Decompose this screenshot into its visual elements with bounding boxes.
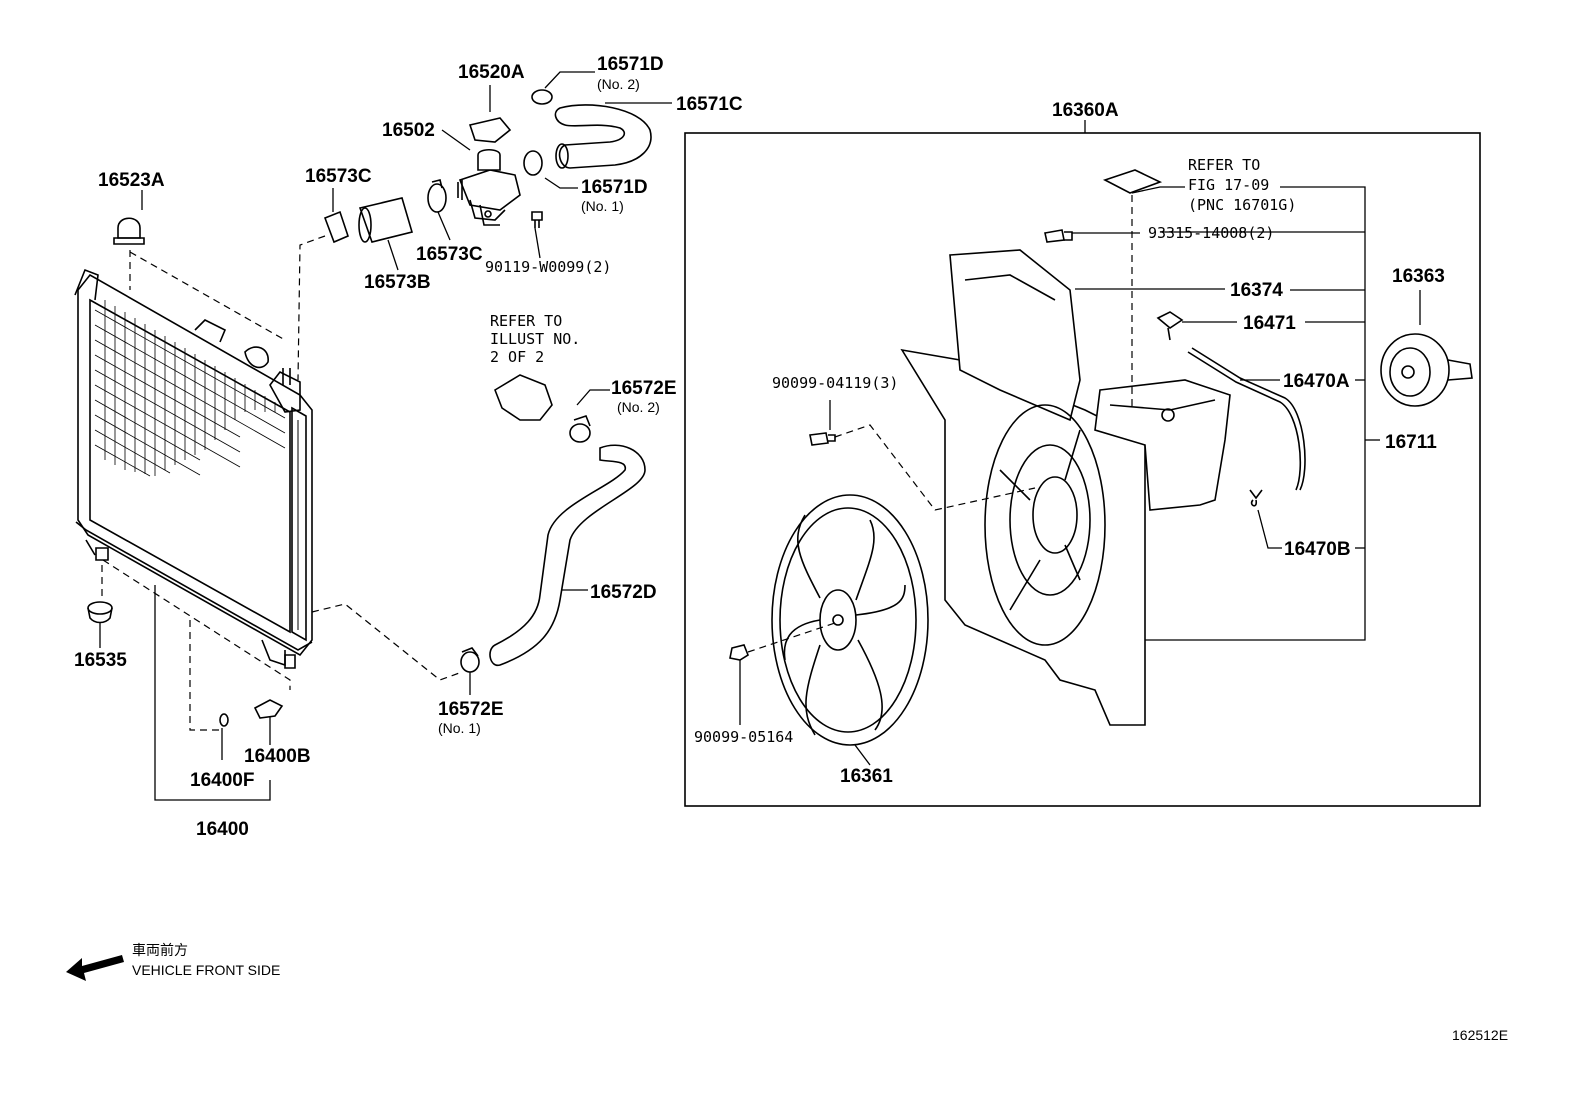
figure-id: 162512E xyxy=(1452,1027,1508,1043)
label-sticker xyxy=(1102,169,1163,194)
refer-illust-line2: ILLUST NO. xyxy=(490,330,580,348)
fan-motor-16363 xyxy=(1380,333,1473,407)
label-16572D: 16572D xyxy=(590,582,657,603)
fan-shroud-16711 xyxy=(900,249,1146,726)
cap-16520A xyxy=(468,117,512,143)
direction-label-en: VEHICLE FRONT SIDE xyxy=(132,962,280,978)
refer-fig-line2: FIG 17-09 xyxy=(1188,176,1269,194)
label-16400B: 16400B xyxy=(244,746,311,767)
label-16572E-bottom-sub: (No. 1) xyxy=(438,720,481,736)
label-16374: 16374 xyxy=(1230,280,1283,301)
label-16571C: 16571C xyxy=(676,94,743,115)
label-16360A: 16360A xyxy=(1052,100,1119,121)
label-16470B: 16470B xyxy=(1284,539,1351,560)
label-16470A: 16470A xyxy=(1283,371,1350,392)
label-90099-05164: 90099-05164 xyxy=(694,728,793,746)
water-outlet-16502 xyxy=(457,148,521,226)
clamp-16572E-no1 xyxy=(460,647,480,673)
overflow-hose-16470A xyxy=(1187,347,1306,491)
reservoir-tank xyxy=(1094,379,1231,511)
label-16502: 16502 xyxy=(382,120,435,141)
hose-16573B xyxy=(358,197,414,243)
label-16572E-bottom: 16572E xyxy=(438,699,504,720)
label-16520A: 16520A xyxy=(458,62,525,83)
label-16572E-top-sub: (No. 2) xyxy=(617,399,660,415)
label-16711: 16711 xyxy=(1385,432,1437,453)
clamp-16573C-right xyxy=(427,179,447,213)
clamp-16571D-no2 xyxy=(531,89,553,105)
water-inlet-housing xyxy=(494,374,553,421)
label-16535: 16535 xyxy=(74,650,127,671)
label-16471: 16471 xyxy=(1243,313,1296,334)
label-16400: 16400 xyxy=(196,819,249,840)
fan-assembly-frame xyxy=(684,132,1481,807)
vehicle-front-arrow-icon xyxy=(66,955,124,981)
hose-16571C xyxy=(554,104,652,169)
radiator-drawing xyxy=(74,268,313,669)
label-16571D-mid: 16571D xyxy=(581,177,648,198)
clamp-16572E-no2 xyxy=(569,415,591,443)
label-16571D-mid-sub: (No. 1) xyxy=(581,198,624,214)
label-16571D-top-sub: (No. 2) xyxy=(597,76,640,92)
label-16363: 16363 xyxy=(1392,266,1445,287)
label-16361: 16361 xyxy=(840,766,893,787)
refer-fig-line3: (PNC 16701G) xyxy=(1188,196,1296,214)
label-90119: 90119-W0099(2) xyxy=(485,258,611,276)
label-16523A: 16523A xyxy=(98,170,165,191)
clamp-16571D-no1 xyxy=(523,150,543,176)
hose-16572D xyxy=(489,444,646,667)
clamp-16470B xyxy=(1249,489,1263,507)
label-16400F: 16400F xyxy=(190,770,254,791)
label-16573B: 16573B xyxy=(364,272,431,293)
label-90099-04119: 90099-04119(3) xyxy=(772,374,898,392)
drain-cock xyxy=(102,559,291,731)
bolt-90119 xyxy=(531,211,543,228)
fan-blade-16361 xyxy=(771,494,929,746)
cushion-16535 xyxy=(87,565,113,624)
label-16571D-top: 16571D xyxy=(597,54,664,75)
refer-illust-line3: 2 OF 2 xyxy=(490,348,544,366)
label-16572E-top: 16572E xyxy=(611,378,677,399)
label-16573C-top: 16573C xyxy=(305,166,372,187)
clamp-16573C-left xyxy=(323,210,349,244)
label-16573C-bottom: 16573C xyxy=(416,244,483,265)
direction-label-jp: 車両前方 xyxy=(132,942,188,958)
nut-90099-05164 xyxy=(729,644,749,661)
screw-90099-04119 xyxy=(809,432,836,446)
radiator-cap-16523A xyxy=(113,217,286,341)
radiator-core-grid xyxy=(94,300,286,477)
refer-fig-line1: REFER TO xyxy=(1188,156,1260,174)
refer-illust-line1: REFER TO xyxy=(490,312,562,330)
label-93315: 93315-14008(2) xyxy=(1148,224,1274,242)
clip-16471 xyxy=(1156,311,1184,341)
bolt-93315 xyxy=(1044,229,1073,243)
